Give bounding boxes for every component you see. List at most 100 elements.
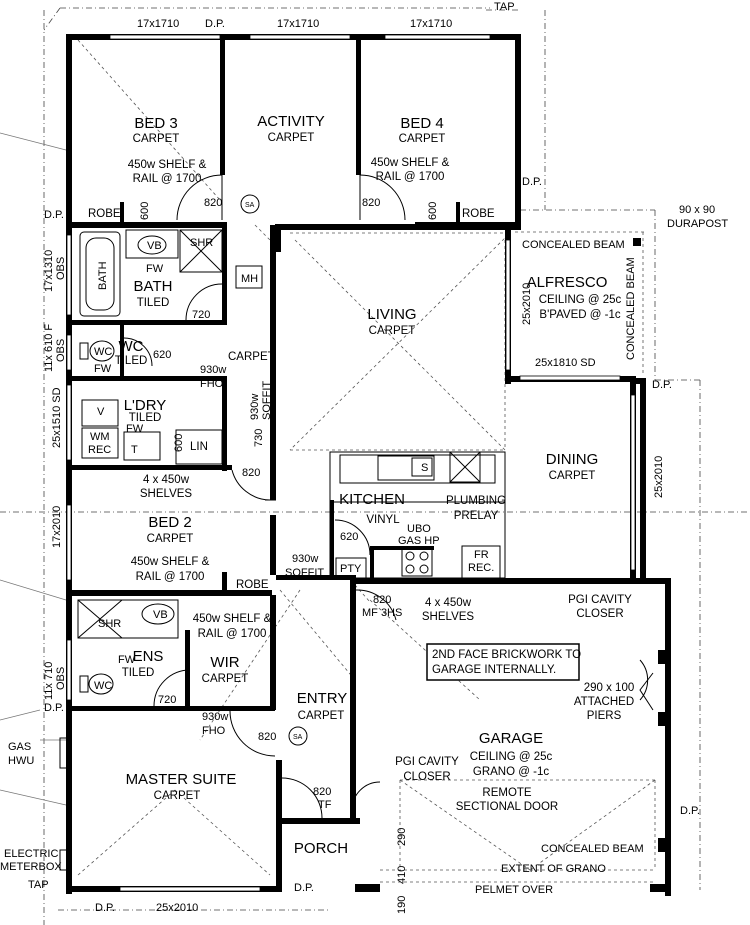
room-name-entry: ENTRY — [297, 690, 348, 707]
shelf-note: RAIL @ 1700 — [133, 173, 202, 185]
leader-lines — [0, 132, 67, 806]
room-name-garage: GARAGE — [479, 730, 543, 747]
shelf-note: 450w SHELF & — [371, 157, 450, 169]
post-note: DURAPOST — [667, 218, 728, 230]
room-name-bed4: BED 4 — [400, 115, 443, 132]
shelves-note: SHELVES — [422, 611, 475, 623]
door-width: 820 — [373, 594, 391, 606]
shelf-note: RAIL @ 1700 — [198, 628, 267, 640]
dim-290: 290 — [396, 828, 408, 846]
fixture-label: V — [97, 406, 105, 418]
ceiling-diagonals — [77, 39, 656, 883]
manhole-label: MH — [241, 273, 258, 285]
window-label: 17x1710 — [410, 18, 452, 30]
door-width: 820 — [204, 197, 222, 209]
downpipe-label: D.P. — [205, 18, 225, 30]
room-name-activity: ACTIVITY — [257, 113, 325, 130]
gas-label: HWU — [8, 755, 34, 767]
fixture-label: VB — [147, 240, 162, 252]
window-label: 17x1710 — [137, 18, 179, 30]
beam-note: CONCEALED BEAM — [522, 239, 625, 251]
smoke-alarm-label: SA — [293, 734, 303, 741]
window-label: 11x 710 — [43, 662, 55, 700]
room-floor: VINYL — [366, 514, 400, 526]
robe-label: ROBE — [462, 208, 495, 220]
window-label: 25x2010 — [653, 456, 665, 498]
fixtures — [59, 194, 654, 871]
room-name-bed2: BED 2 — [148, 514, 191, 531]
room-floor: CARPET — [399, 133, 446, 145]
door-label: MF 3HS — [362, 607, 402, 619]
downpipe-label: D.P. — [522, 176, 542, 188]
window-label: 25x2010 — [156, 902, 198, 914]
pgi-note: CLOSER — [576, 608, 623, 620]
meterbox-label: METERBOX — [0, 861, 62, 873]
room-name-master: MASTER SUITE — [126, 771, 237, 788]
door-width: 820 — [313, 786, 331, 798]
downpipe-label: D.P. — [44, 702, 64, 714]
fho-note: 930w — [200, 364, 226, 376]
fixture-label: FW — [146, 263, 164, 275]
door-label: 25x1810 SD — [535, 357, 596, 369]
fho-note: FHO — [200, 378, 224, 390]
room-name-bath: BATH — [134, 278, 173, 295]
pantry-door-width: 620 — [340, 531, 358, 543]
setout-lines — [0, 7, 750, 925]
room-floor: CARPET — [298, 710, 345, 722]
door-swings — [123, 174, 649, 819]
beam-note: CONCEALED BEAM — [541, 843, 644, 855]
soffit-note: SOFFIT — [285, 567, 324, 579]
downpipe-label: D.P. — [294, 882, 314, 894]
shelves-note: SHELVES — [140, 488, 193, 500]
pantry-label: PTY — [340, 563, 362, 575]
plumbing-note: PLUMBING — [446, 495, 506, 507]
linen-label: LIN — [190, 441, 208, 453]
room-name-porch: PORCH — [294, 840, 348, 857]
robe-label: ROBE — [88, 208, 121, 220]
garage-door-note: REMOTE — [482, 787, 532, 799]
window-label: 17x2010 — [51, 506, 63, 548]
room-floor: CARPET — [268, 132, 315, 144]
grano-note: EXTENT OF GRANO — [501, 863, 606, 875]
meterbox-label: ELECTRIC — [4, 848, 58, 860]
robe-width: 600 — [427, 202, 439, 220]
soffit-note: 930w — [292, 553, 318, 565]
room-floor: CARPET — [147, 533, 194, 545]
door-width: 620 — [153, 349, 171, 361]
soffit-note: SOFFIT — [261, 381, 273, 420]
fridge-label: FR — [474, 549, 489, 561]
door-width: 720 — [192, 309, 210, 321]
pgi-note: PGI CAVITY — [568, 594, 632, 606]
sink-label: S — [421, 462, 428, 474]
pgi-note: CLOSER — [403, 771, 450, 783]
alfresco-ceiling: CEILING @ 25c — [539, 294, 622, 306]
fixture-label: SHR — [190, 237, 213, 249]
robe-width: 600 — [139, 202, 151, 220]
room-floor: TILED — [137, 297, 170, 309]
fixture-label: T — [131, 444, 138, 456]
garage-note-box — [426, 643, 580, 681]
shelf-note: 450w SHELF & — [131, 556, 210, 568]
pelmet-note: PELMET OVER — [475, 884, 553, 896]
soffit-note: 930w — [249, 394, 261, 420]
fridge-label: REC. — [468, 562, 494, 574]
dim-730: 730 — [253, 429, 265, 447]
fixture-label: WC — [94, 680, 112, 692]
fixture-label: BATH — [97, 261, 109, 290]
fixture-label: SHR — [98, 618, 121, 630]
garage-note: 2ND FACE BRICKWORK TO — [432, 649, 581, 661]
fixture-label: WM — [90, 431, 110, 443]
pgi-note: PGI CAVITY — [395, 756, 459, 768]
hall-floor: CARPET — [228, 351, 275, 363]
window-label: 25x1510 SD — [51, 387, 63, 448]
room-name-bed3: BED 3 — [134, 115, 177, 132]
window-label: OBS — [55, 257, 67, 280]
fixture-label: WC — [94, 346, 112, 358]
gas-label: GAS — [8, 741, 31, 753]
garage-door-note: SECTIONAL DOOR — [456, 801, 558, 813]
shelf-note: RAIL @ 1700 — [136, 571, 205, 583]
fixture-label: REC — [88, 444, 111, 456]
beam-note: CONCEALED BEAM — [625, 257, 637, 360]
downpipe-label: D.P. — [44, 209, 64, 221]
